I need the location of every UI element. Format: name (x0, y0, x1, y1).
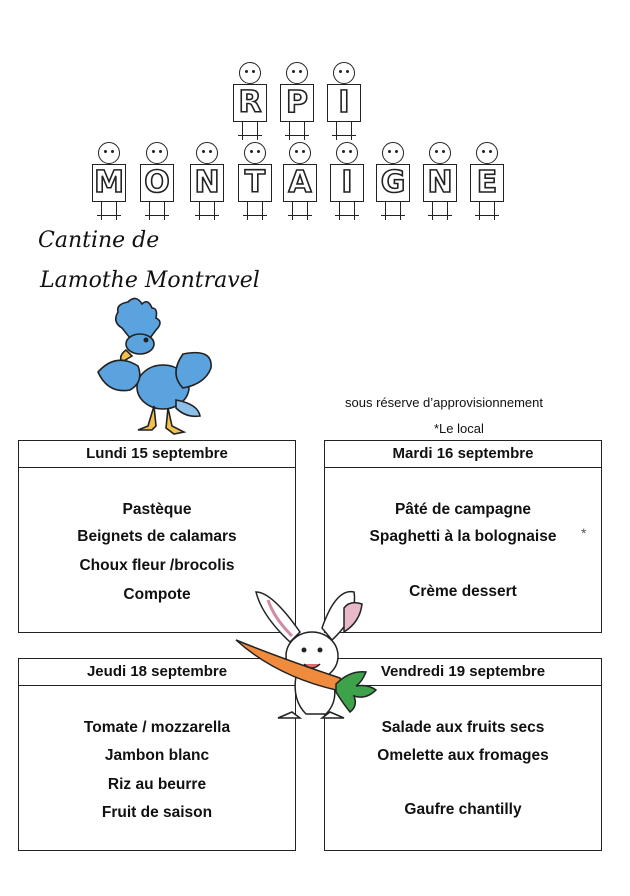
menu-item: Crème dessert (409, 583, 517, 600)
menu-box-monday: Lundi 15 septembre Pastèque Beignets de … (18, 440, 296, 633)
kid-sign-m: M (92, 142, 126, 222)
menu-item: Pastèque (122, 501, 192, 518)
menu-item: Choux fleur /brocolis (79, 557, 235, 574)
cantine-line1: Cantine de (38, 228, 160, 253)
menu-item: Riz au beurre (107, 776, 207, 793)
kid-sign-n: N (190, 142, 224, 222)
local-star-mark: * (581, 525, 587, 541)
kid-sign-o: O (140, 142, 174, 222)
menu-item: Beignets de calamars (77, 528, 237, 545)
kid-sign-a: A (283, 142, 317, 222)
menu-item: Fruit de saison (101, 804, 213, 821)
kid-sign-p: P (280, 62, 314, 142)
kid-sign-t: T (238, 142, 272, 222)
day-title-tuesday: Mardi 16 septembre (325, 441, 601, 468)
day-title-thursday: Jeudi 18 septembre (19, 659, 295, 686)
supply-note: sous réserve d’approvisionnement (345, 395, 543, 410)
rabbit-carrot-illustration (235, 590, 378, 719)
menu-item: Omelette aux fromages (377, 747, 549, 764)
menu-box-thursday: Jeudi 18 septembre Tomate / mozzarella J… (18, 658, 296, 851)
kid-sign-n2: N (423, 142, 457, 222)
menu-item: Tomate / mozzarella (83, 719, 231, 736)
menu-item: Jambon blanc (104, 747, 210, 764)
menu-item: Salade aux fruits secs (381, 719, 545, 736)
kid-sign-i2: I (330, 142, 364, 222)
cantine-line2: Lamothe Montravel (40, 268, 260, 293)
kid-sign-g: G (376, 142, 410, 222)
kid-sign-r: R (233, 62, 267, 142)
kid-sign-e: E (470, 142, 504, 222)
menu-item: Gaufre chantilly (404, 801, 522, 818)
menu-item: Compote (123, 586, 191, 603)
local-note: *Le local (434, 421, 484, 436)
menu-item: Spaghetti à la bolognaise (369, 528, 557, 545)
bird-illustration (97, 297, 212, 435)
menu-item: Pâté de campagne (394, 501, 532, 518)
day-title-monday: Lundi 15 septembre (19, 441, 295, 468)
kid-sign-i: I (327, 62, 361, 142)
day-title-friday: Vendredi 19 septembre (325, 659, 601, 686)
menu-box-friday: Vendredi 19 septembre Salade aux fruits … (324, 658, 602, 851)
menu-box-tuesday: Mardi 16 septembre Pâté de campagne Spag… (324, 440, 602, 633)
